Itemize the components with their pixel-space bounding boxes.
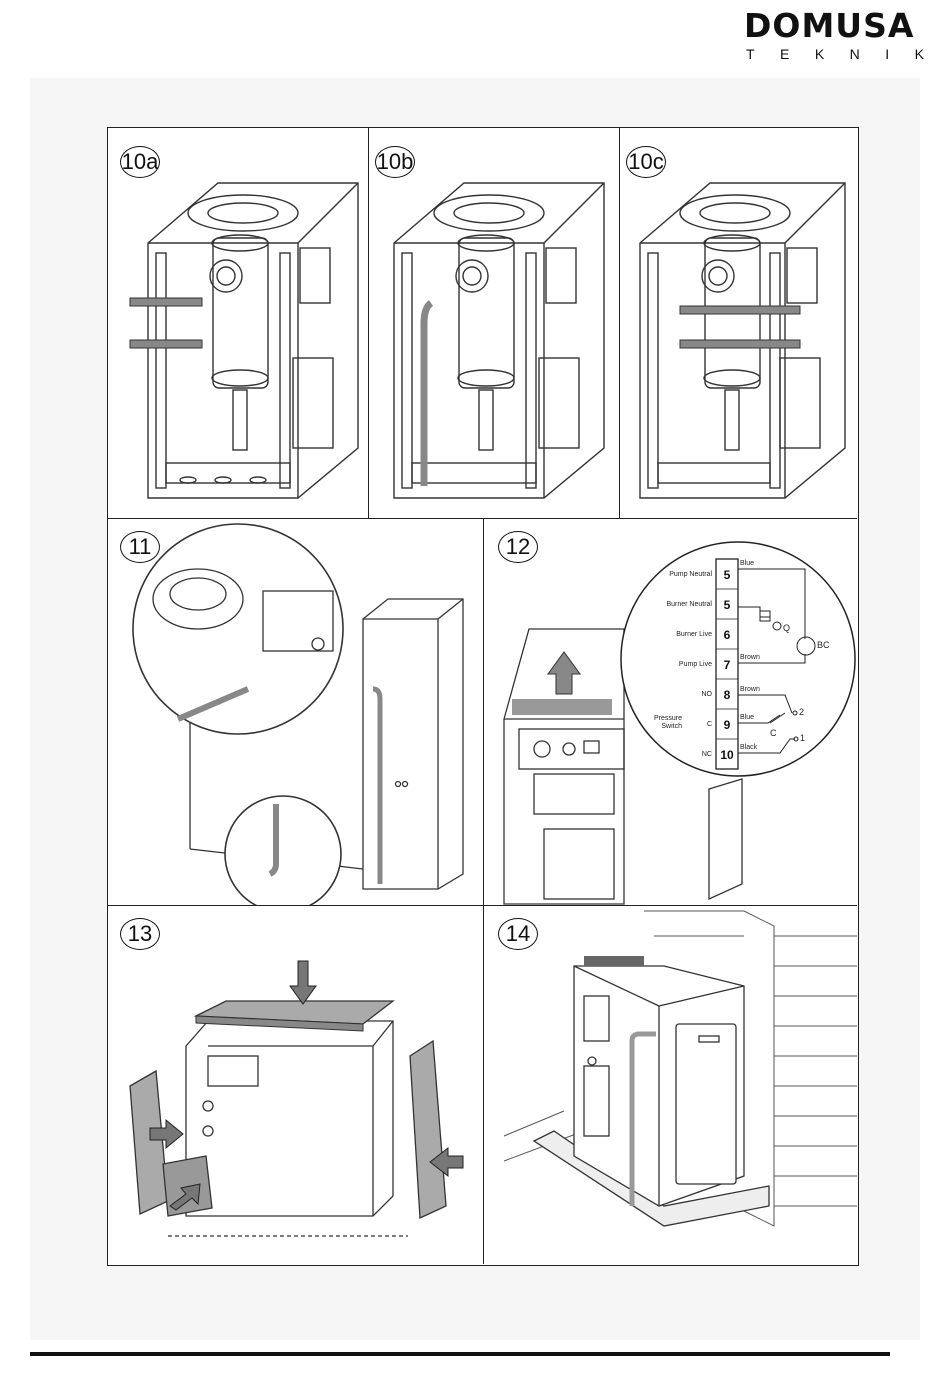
brand-subtitle: T E K N I K	[746, 46, 924, 62]
terminal-label: Burner Live	[642, 631, 712, 639]
wire-color-label: Blue	[740, 714, 754, 721]
step-number-badge: 13	[120, 918, 160, 950]
brand-logo: DOMUSA T E K N I K	[744, 4, 924, 64]
terminal-label: NO	[642, 691, 712, 699]
figure-grid: 10a 10b	[107, 127, 859, 1266]
boiler-illustration-10b	[369, 128, 619, 518]
terminal-number: 8	[716, 681, 738, 709]
brand-letter: K	[815, 46, 824, 62]
switch-contact-2-label: 2	[799, 707, 804, 717]
figure-14: 14	[484, 906, 857, 1264]
switch-common-label: C	[770, 728, 777, 738]
burner-component-label: Q	[783, 623, 790, 633]
step-number-badge: 11	[120, 531, 160, 563]
brand-letter: E	[780, 46, 789, 62]
brand-name: DOMUSA	[744, 6, 914, 45]
figure-10a: 10a	[108, 128, 368, 518]
wire-color-label: Brown	[740, 686, 760, 693]
wire-color-label: Brown	[740, 654, 760, 661]
step-number-badge: 12	[498, 531, 538, 563]
wiring-diagram: 5 5 6 7 8 9 10 Pump Neutral Burner Neutr…	[620, 539, 856, 779]
brand-letter: T	[746, 46, 755, 62]
step-number-badge: 10c	[626, 146, 666, 178]
terminal-number: 5	[716, 561, 738, 589]
figure-12: 12	[484, 519, 857, 905]
wire-color-label: Black	[740, 744, 757, 751]
terminal-label: Burner Neutral	[642, 601, 712, 609]
terminal-number: 10	[716, 741, 738, 769]
figure-10b: 10b	[369, 128, 619, 518]
terminal-label: NC	[642, 751, 712, 759]
terminal-number: 9	[716, 711, 738, 739]
brand-letter: I	[885, 46, 889, 62]
boiler-illustration-10c	[620, 128, 857, 518]
step-number-badge: 10a	[120, 146, 160, 178]
wire-color-label: Blue	[740, 560, 754, 567]
pressure-switch-label: Pressure Switch	[638, 715, 682, 731]
figure-10c: 10c	[620, 128, 857, 518]
figure-13: 13	[108, 906, 483, 1264]
boiler-illustration-10a	[108, 128, 368, 518]
terminal-label: Pump Neutral	[642, 571, 712, 579]
switch-contact-1-label: 1	[800, 733, 805, 743]
installed-boiler-illustration	[484, 906, 857, 1264]
terminal-number: 7	[716, 651, 738, 679]
step-number-badge: 14	[498, 918, 538, 950]
figure-11: 11	[108, 519, 483, 905]
brand-letter: K	[915, 46, 924, 62]
terminal-number: 5	[716, 591, 738, 619]
casing-assembly-illustration	[108, 906, 483, 1264]
terminal-number: 6	[716, 621, 738, 649]
pressure-tube-illustration	[108, 519, 483, 905]
brand-letter: N	[850, 46, 860, 62]
pump-component-label: BC	[817, 640, 830, 650]
footer-rule	[30, 1352, 890, 1356]
terminal-label: Pump Live	[642, 661, 712, 669]
step-number-badge: 10b	[375, 146, 415, 178]
